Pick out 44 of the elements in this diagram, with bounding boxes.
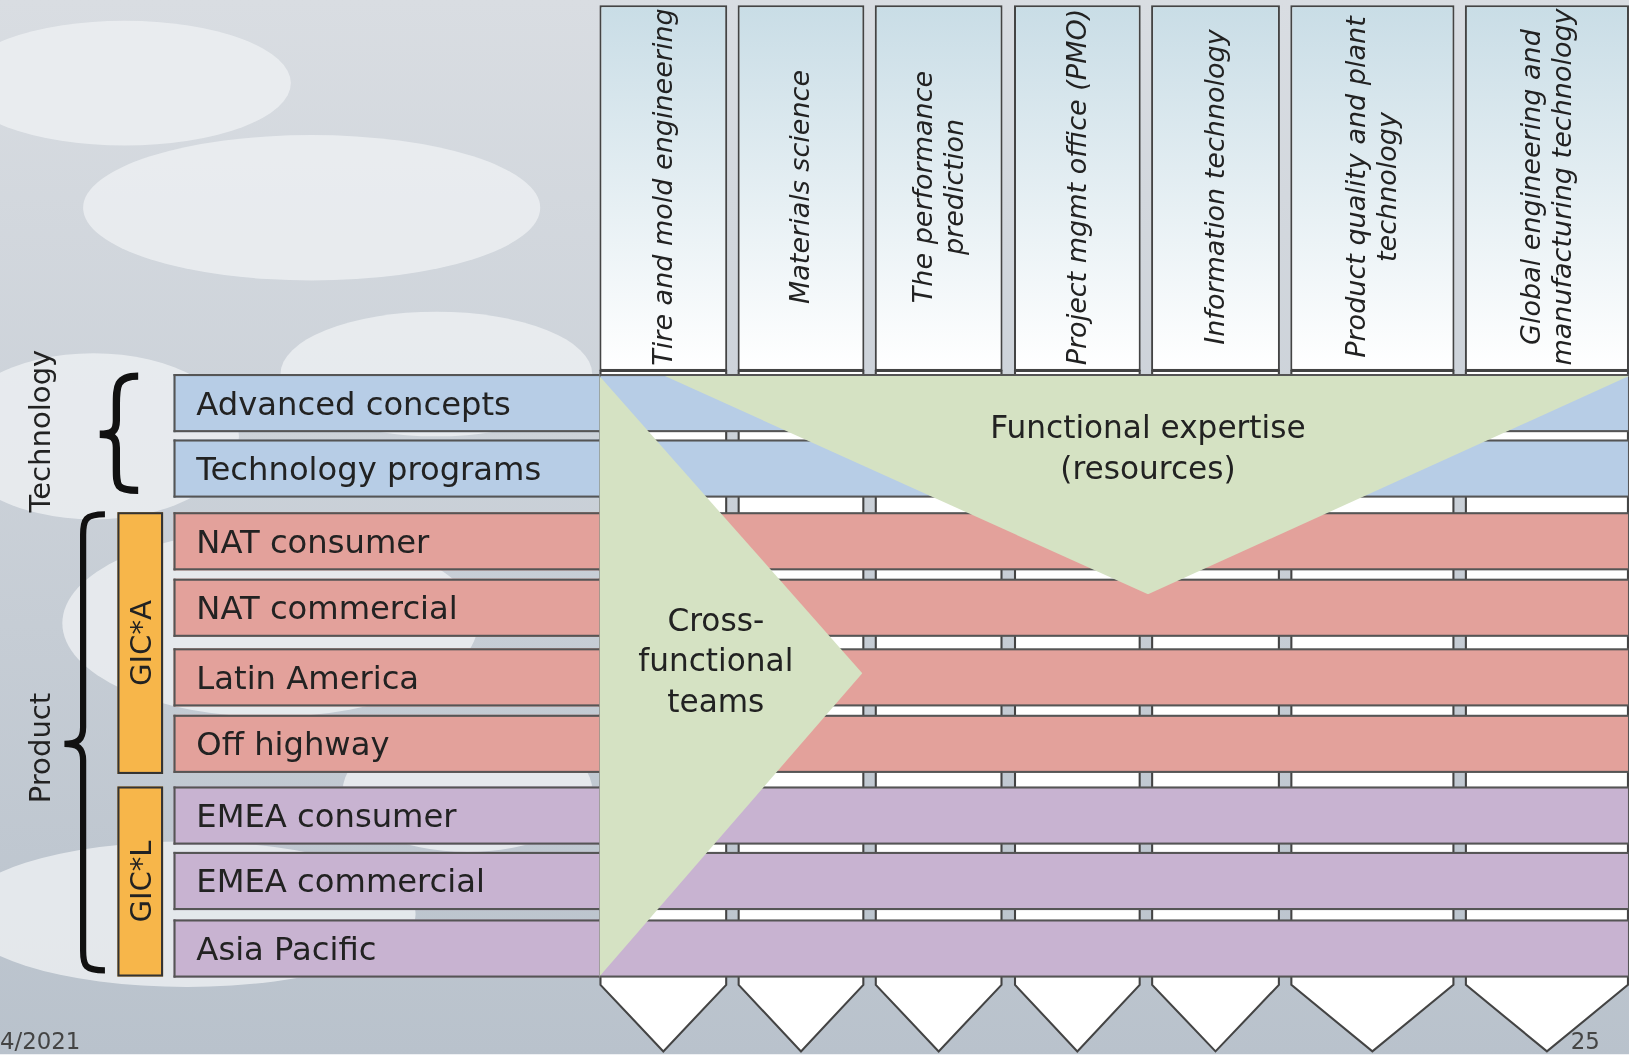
row-bar bbox=[173, 919, 600, 978]
column-header bbox=[599, 5, 728, 371]
row-label: Latin America bbox=[196, 657, 420, 699]
column-header bbox=[1151, 5, 1280, 371]
triangle bbox=[599, 376, 863, 977]
row-label: Advanced concepts bbox=[196, 383, 511, 424]
column-label: Project mgmt office (PMO) bbox=[1059, 7, 1093, 368]
triangle bbox=[664, 376, 1629, 595]
column-label: Product quality and plant technology bbox=[1339, 14, 1404, 360]
group-bar bbox=[117, 512, 164, 774]
row-bar bbox=[173, 648, 600, 707]
row-bar bbox=[173, 374, 600, 433]
column-label: Information technology bbox=[1197, 28, 1232, 347]
row-bar bbox=[173, 851, 600, 911]
column-header bbox=[874, 5, 1003, 371]
column-header bbox=[737, 5, 865, 371]
row-label: EMEA commercial bbox=[196, 861, 485, 902]
row-label: NAT commercial bbox=[196, 588, 458, 629]
group-bar bbox=[117, 786, 164, 977]
group-label: GIC*A bbox=[122, 599, 159, 689]
row-label: NAT consumer bbox=[196, 521, 430, 562]
group-label: GIC*L bbox=[122, 839, 159, 925]
row-label: Off highway bbox=[196, 724, 390, 765]
column-label: Materials science bbox=[783, 69, 817, 306]
row-label: Technology programs bbox=[196, 448, 542, 490]
row-bar bbox=[173, 512, 600, 571]
column-header bbox=[1290, 5, 1455, 371]
row-label: Asia Pacific bbox=[196, 928, 377, 970]
triangle-label: Cross-functional teams bbox=[637, 600, 795, 721]
row-bar bbox=[173, 714, 600, 773]
column-header bbox=[1464, 5, 1629, 371]
row-bar bbox=[173, 439, 600, 498]
row-bar bbox=[173, 578, 600, 637]
column-label: Tire and mold engineering bbox=[645, 7, 679, 368]
column-label: Global engineering and manufacturing technology bbox=[1513, 7, 1579, 368]
column-label: The performance prediction bbox=[905, 69, 970, 306]
side-label: Product bbox=[21, 691, 58, 806]
column-header bbox=[1013, 5, 1141, 371]
row-label: EMEA consumer bbox=[196, 795, 457, 837]
row-bar bbox=[173, 786, 600, 845]
footer-date: 4/2021 bbox=[0, 1028, 81, 1055]
side-label: Technology bbox=[21, 348, 58, 515]
triangle-label: Functional expertise (resources) bbox=[989, 408, 1307, 489]
page-number: 25 bbox=[1570, 1028, 1600, 1055]
